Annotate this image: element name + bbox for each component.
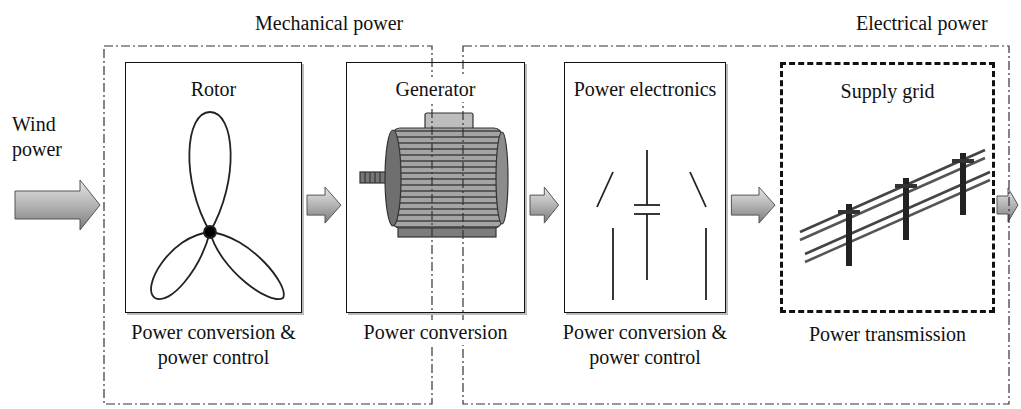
text-label: Electrical power — [854, 11, 990, 36]
output-arrow — [997, 188, 1018, 222]
text-label: Power conversion & power control — [543, 320, 747, 370]
supply-grid-box: Supply gridPower transmission — [780, 62, 995, 313]
text-holder: Supply grid — [783, 79, 992, 104]
text-label: Power conversion & power control — [112, 320, 316, 370]
text-label: Wind power — [10, 112, 86, 162]
text-label: Power transmission — [807, 322, 968, 347]
generator-box: GeneratorPower conversion — [346, 62, 525, 313]
rotor-box: RotorPower conversion & power control — [125, 62, 302, 313]
transmission-line-symbol — [800, 150, 990, 266]
text-holder: Electrical power — [854, 11, 990, 36]
text-holder: Power conversion & power control — [112, 320, 316, 370]
text-holder: Mechanical power — [253, 11, 405, 36]
text-holder: Rotor — [126, 77, 301, 102]
wind-arrow — [15, 180, 100, 230]
text-label: Mechanical power — [253, 11, 405, 36]
text-label: Rotor — [189, 77, 239, 102]
block-arrow — [530, 187, 559, 223]
text-label: Generator — [394, 77, 478, 102]
power-electronics-box: Power electronicsPower conversion & powe… — [564, 62, 727, 313]
text-label: Power conversion — [362, 320, 510, 345]
rotor-symbol — [151, 112, 284, 299]
text-label: Supply grid — [839, 79, 937, 104]
text-label: Power electronics — [572, 77, 719, 102]
text-holder: Wind power — [10, 112, 86, 162]
text-holder: Power electronics — [565, 77, 726, 102]
text-holder: Power conversion & power control — [543, 320, 747, 370]
text-holder: Power transmission — [807, 322, 968, 347]
text-holder: Generator — [347, 77, 524, 102]
block-arrow — [731, 187, 775, 223]
switch-capacitor-symbol — [597, 150, 706, 300]
text-holder: Power conversion — [362, 320, 510, 345]
block-arrow — [307, 187, 341, 223]
generator-symbol — [360, 113, 508, 237]
